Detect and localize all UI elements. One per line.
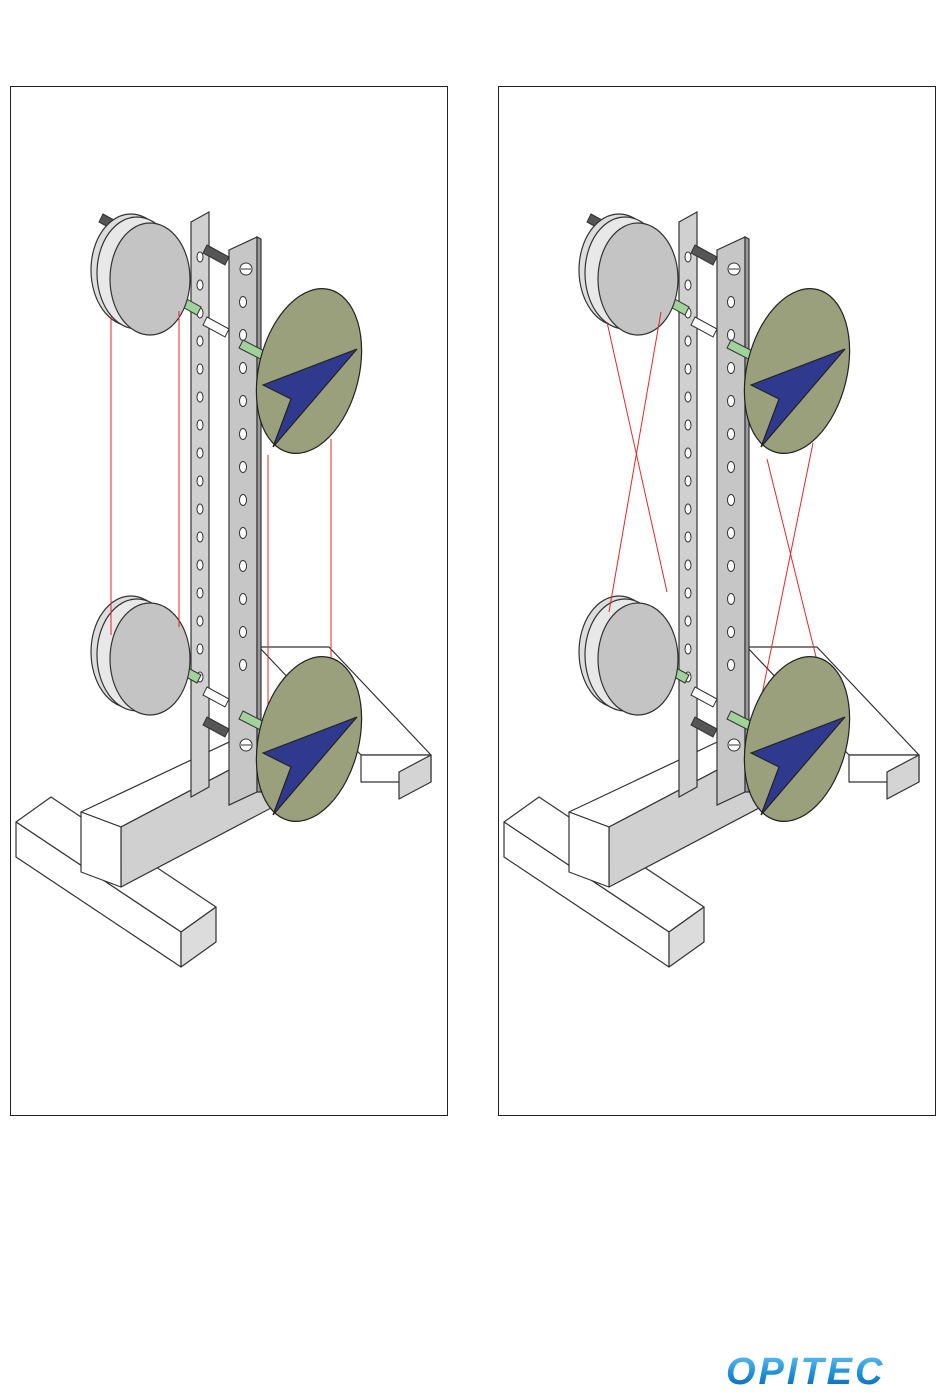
small-pulleys	[91, 214, 190, 715]
wooden-base	[16, 647, 431, 967]
logo-text: OPITEC	[726, 1351, 885, 1390]
opitec-logo-graphic: OPITEC	[722, 1350, 938, 1390]
right-panel	[498, 86, 936, 1116]
parallel-belt-drawing	[11, 87, 447, 1115]
left-panel	[10, 86, 448, 1116]
crossed-belt-drawing	[499, 87, 935, 1115]
wooden-base	[504, 647, 919, 967]
opitec-logo: OPITEC	[722, 1350, 938, 1390]
small-pulleys	[579, 214, 678, 715]
